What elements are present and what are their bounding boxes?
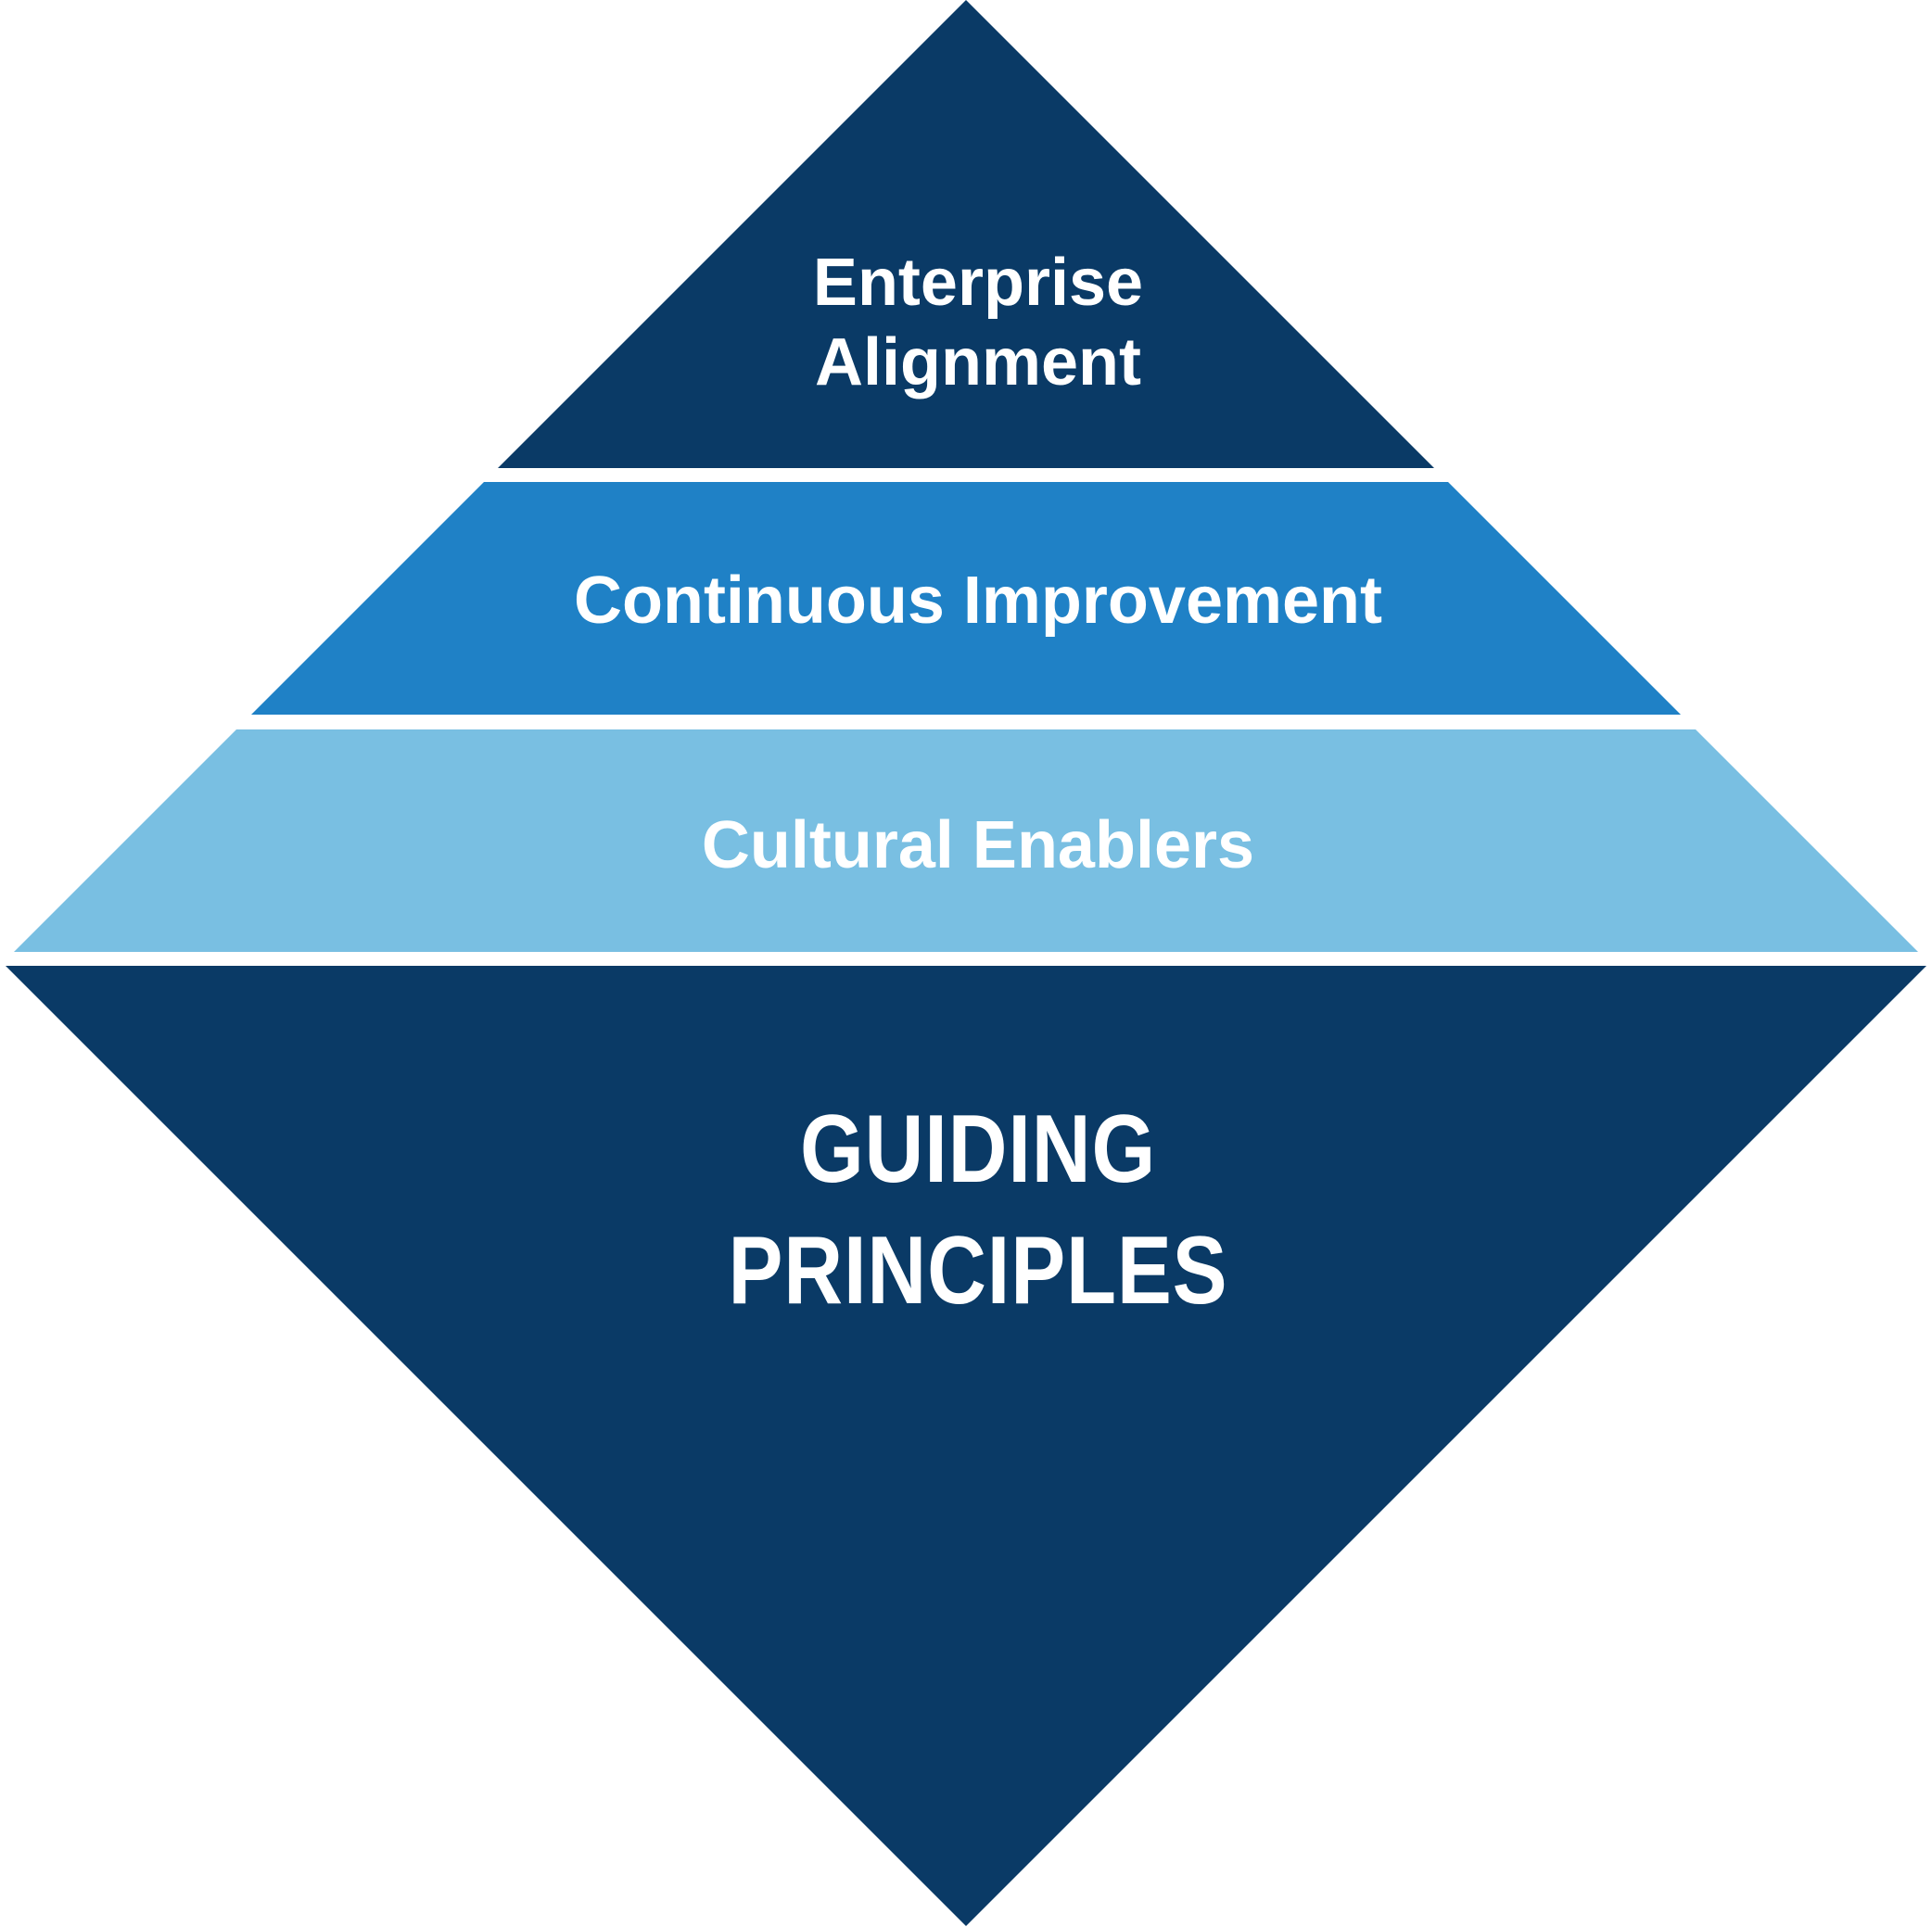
tier-continuous-improvement-shape — [251, 482, 1681, 715]
tier-enterprise-alignment-shape — [498, 0, 1434, 468]
tier-cultural-enablers-shape — [14, 729, 1918, 952]
tier-guiding-principles-shape — [6, 966, 1926, 1926]
